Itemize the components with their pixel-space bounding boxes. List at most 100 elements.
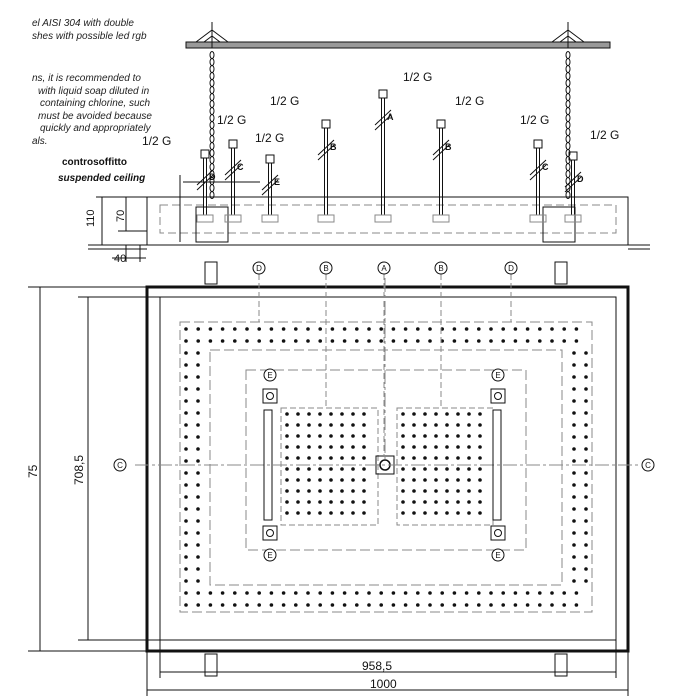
nozzle-dot — [296, 434, 300, 438]
nozzle-dot — [412, 489, 416, 493]
nozzle-dot — [572, 495, 576, 499]
nozzle-dot — [489, 339, 493, 343]
nozzle-dot — [412, 445, 416, 449]
nozzle-dot — [467, 511, 471, 515]
nozzle-dot — [362, 412, 366, 416]
nozzle-dot — [318, 489, 322, 493]
nozzle-dot — [478, 456, 482, 460]
nozzle-dot — [464, 339, 469, 343]
nozzle-dot — [233, 339, 237, 343]
nozzle-dot — [379, 603, 384, 607]
nozzle-dot — [351, 456, 355, 460]
nozzle-dot — [196, 363, 200, 367]
nozzle-dot — [525, 327, 530, 331]
nozzle-dot — [318, 603, 323, 607]
callout-label: E — [495, 551, 500, 560]
nozzle-dot — [342, 603, 347, 607]
dot-zone-outer — [179, 321, 593, 613]
nozzle-dot — [196, 579, 200, 583]
svg-text:1/2 G: 1/2 G — [255, 131, 284, 145]
nozzle-dot — [452, 591, 457, 595]
svg-text:40: 40 — [114, 253, 126, 265]
nozzle-dot — [196, 591, 200, 595]
nozzle-dot — [307, 423, 311, 427]
nozzle-dot — [306, 603, 310, 607]
chain-link — [209, 72, 215, 80]
nozzle-dot — [307, 445, 311, 449]
svg-text:1/2 G: 1/2 G — [520, 113, 549, 127]
nozzle-dot — [445, 478, 449, 482]
callout-circle — [641, 458, 655, 472]
nozzle-dot — [572, 579, 576, 583]
nozzle-dot — [403, 603, 408, 607]
nozzle-dot — [281, 591, 286, 595]
nozzle-dot — [416, 603, 420, 607]
nozzle-dot — [403, 591, 408, 595]
nozzle-dot — [477, 591, 481, 595]
nozzle-dot — [445, 434, 449, 438]
nozzle-dot — [572, 411, 576, 415]
nozzle-dot — [477, 339, 481, 343]
nozzle-dot — [245, 327, 249, 331]
nozzle-dot — [584, 579, 588, 583]
nozzle-dot — [456, 456, 460, 460]
nozzle-dot — [184, 339, 188, 343]
nozzle-dot — [464, 327, 469, 331]
nozzle-dot — [574, 603, 579, 607]
nozzle-dot — [245, 591, 249, 595]
nozzle-dot — [329, 467, 333, 471]
pipe-base — [432, 214, 450, 223]
nozzle-dot — [423, 456, 427, 460]
chain-link — [565, 135, 571, 143]
nozzle-dot — [184, 567, 188, 571]
callout-label: E — [267, 551, 272, 560]
nozzle-dot — [412, 500, 416, 504]
nozzle-dot — [296, 489, 300, 493]
nozzle-dot — [351, 423, 355, 427]
nozzle-dot — [584, 507, 588, 511]
nozzle-dot — [416, 327, 420, 331]
pipe-label: B — [330, 142, 337, 152]
pipe — [374, 98, 392, 215]
nozzle-dot — [584, 459, 588, 463]
nozzle-dot — [340, 412, 344, 416]
nozzle-dot — [440, 603, 445, 607]
chain-link — [565, 142, 571, 150]
nozzle-dot — [477, 603, 481, 607]
svg-text:70: 70 — [115, 210, 127, 222]
nozzle-dot — [257, 591, 262, 595]
nozzle-dot — [428, 591, 432, 595]
pipe-base — [224, 214, 242, 223]
nozzle-dot — [445, 456, 449, 460]
nozzle-dot — [362, 478, 366, 482]
nozzle-dot — [434, 478, 438, 482]
nozzle-dot — [184, 327, 188, 331]
nozzle-dot — [412, 423, 416, 427]
nozzle-dot — [318, 511, 322, 515]
nozzle-dot — [489, 327, 493, 331]
callout-circle — [504, 261, 518, 275]
nozzle-dot — [584, 471, 588, 475]
nozzle-dot — [456, 434, 460, 438]
nozzle-dot — [584, 495, 588, 499]
nozzle-dot — [220, 603, 225, 607]
nozzle-dot — [401, 456, 405, 460]
chain-link — [565, 100, 571, 108]
nozzle-dot — [501, 339, 506, 343]
nozzle-dot — [294, 327, 298, 331]
nozzle-dot — [184, 363, 188, 367]
nozzle-dot — [233, 591, 237, 595]
chain-link — [565, 51, 571, 59]
nozzle-dot — [403, 327, 408, 331]
nozzle-dot — [342, 591, 347, 595]
nozzle-dot — [501, 327, 506, 331]
nozzle-dot — [478, 423, 482, 427]
nozzle-dot — [342, 327, 347, 331]
nozzle-dot — [367, 327, 371, 331]
chain-link — [565, 107, 571, 115]
nozzle-dot — [329, 511, 333, 515]
chain-link — [209, 163, 215, 171]
nozzle-dot — [318, 339, 323, 343]
nozzle-dot — [456, 445, 460, 449]
pipe — [432, 128, 450, 215]
